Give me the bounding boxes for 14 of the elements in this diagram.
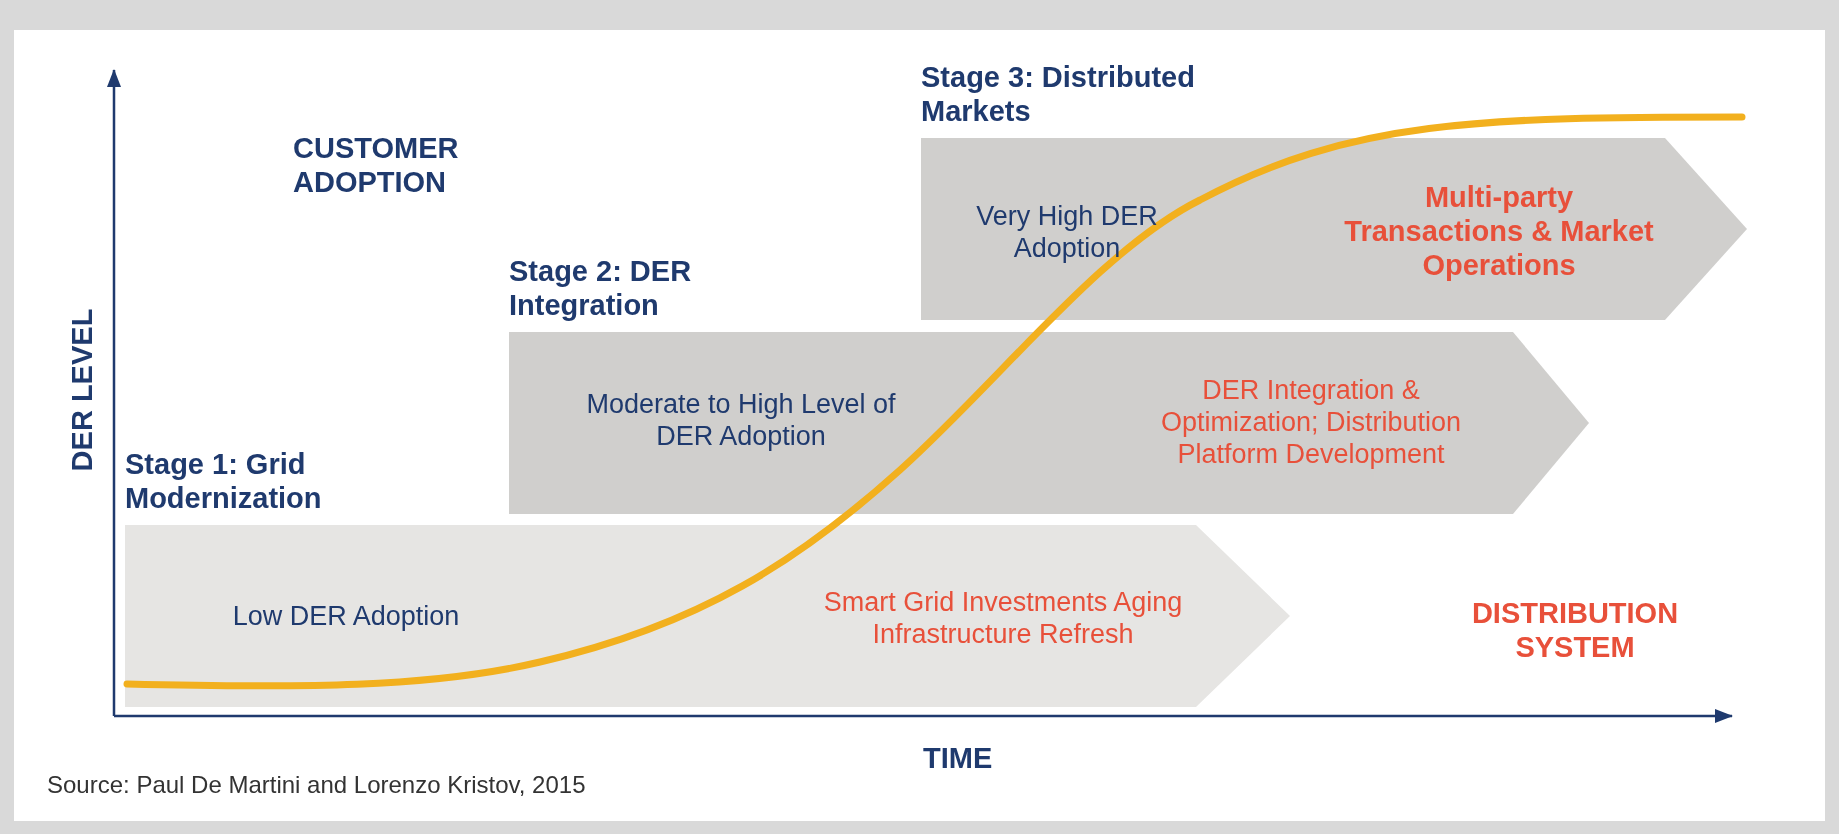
stage-activity-text: Smart Grid Investments Aging Infrastructure Refresh <box>822 586 1184 650</box>
stage-heading: Stage 3: Distributed Markets <box>921 60 1196 128</box>
stage-heading: Stage 2: DER Integration <box>509 254 693 322</box>
stage-activity-text: Multi-party Transactions & Market Operations <box>1343 180 1655 282</box>
axis-title: DISTRIBUTION SYSTEM <box>1470 596 1680 664</box>
source-caption: Source: Paul De Martini and Lorenzo Kristov, 2015 <box>47 771 586 799</box>
stage-activity-text: DER Integration & Optimization; Distribution Platform Development <box>1159 374 1463 470</box>
axis-title: TIME <box>923 741 994 775</box>
adoption-level-text: Low DER Adoption <box>231 600 461 632</box>
adoption-level-text: Very High DER Adoption <box>975 200 1159 264</box>
axis-title: DER LEVEL <box>65 308 99 472</box>
adoption-level-text: Moderate to High Level of DER Adoption <box>585 388 897 452</box>
axis-title: CUSTOMER ADOPTION <box>293 131 460 199</box>
stage-heading: Stage 1: Grid Modernization <box>125 447 323 515</box>
